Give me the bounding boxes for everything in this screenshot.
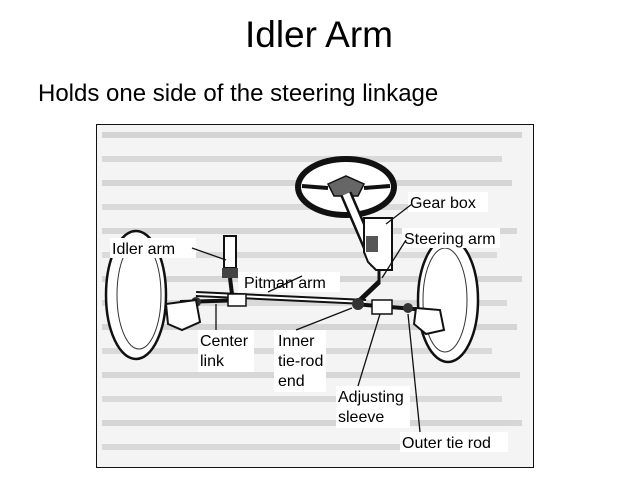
label-inner-tie-rod-line3: end — [278, 373, 305, 390]
left-wheel — [104, 229, 168, 361]
leader-lines — [191, 203, 421, 433]
gear-box — [363, 217, 393, 284]
label-steering-arm: Steering arm — [404, 231, 496, 248]
label-backgrounds — [110, 192, 508, 452]
label-inner-tie-rod-line1: Inner — [278, 333, 315, 350]
idler-arm — [222, 235, 238, 295]
label-adjusting-sleeve-line2: sleeve — [338, 409, 384, 426]
left-steering-knuckle — [164, 298, 202, 332]
label-idler-arm: Idler arm — [112, 241, 175, 258]
right-steering-knuckle — [412, 306, 446, 336]
slide-title: Idler Arm — [244, 14, 394, 55]
label-inner-tie-rod-line2: tie-rod — [278, 353, 323, 370]
label-outer-tie-rod: Outer tie rod — [402, 435, 491, 452]
pitman-arm — [356, 280, 381, 304]
steering-linkage-figure: Idler arm Gear box Steering arm Pitman a… — [96, 124, 534, 468]
right-tie-rod — [352, 298, 427, 315]
center-link — [195, 291, 367, 305]
label-adjusting-sleeve-line1: Adjusting — [338, 389, 404, 406]
label-center-link-line2: link — [200, 353, 225, 370]
right-wheel — [416, 236, 480, 364]
label-center-link-line1: Center — [200, 333, 249, 350]
label-gear-box: Gear box — [410, 195, 476, 212]
slide-subtitle: Holds one side of the steering linkage — [38, 80, 439, 107]
steering-wheel — [295, 156, 397, 218]
